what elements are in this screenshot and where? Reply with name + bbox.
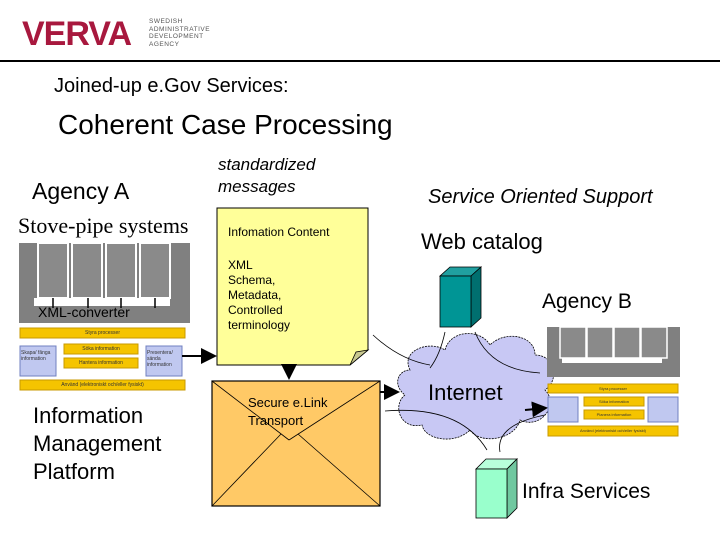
arrow-internet-to-agency-b <box>524 401 548 418</box>
service-oriented-support-label: Service Oriented Support <box>428 186 653 208</box>
information-content-title: Infomation Content <box>228 225 330 239</box>
infra-services-label: Infra Services <box>522 480 651 503</box>
web-catalog-label: Web catalog <box>421 229 543 254</box>
b-layer-search-label: Söka information <box>598 399 629 404</box>
header-divider <box>0 60 720 62</box>
agency-b-systems-block <box>547 326 680 437</box>
network-link <box>474 331 541 374</box>
layer-control-label: Styra processer <box>84 330 120 336</box>
message-note <box>216 207 370 366</box>
layer-handle-label: Hantera information <box>79 360 123 366</box>
web-catalog-server-icon <box>438 266 483 328</box>
heading-line: messages <box>218 177 296 196</box>
transport-line: Secure e.Link <box>248 395 328 410</box>
transport-line: Transport <box>248 413 304 428</box>
content-line: Metadata, <box>228 288 282 302</box>
content-line: XML <box>228 258 253 272</box>
network-link <box>384 409 488 451</box>
xml-converter-label: XML-converter <box>38 304 130 320</box>
secure-transport-label: Secure e.Link Transport <box>248 394 328 430</box>
content-line: Schema, <box>228 273 276 287</box>
layer-present-label: Presentera/ sända information <box>147 350 173 368</box>
logo-subtitle: SWEDISH ADMINISTRATIVE DEVELOPMENT AGENC… <box>149 18 219 48</box>
internet-label: Internet <box>428 380 503 405</box>
platform-label-line: Platform <box>33 459 115 484</box>
logo-subtitle-line: ADMINISTRATIVE <box>149 25 211 33</box>
platform-label-line: Management <box>33 431 162 456</box>
logo-subtitle-line: DEVELOPMENT <box>149 33 204 40</box>
platform-label-line: Information <box>33 403 144 428</box>
layer-use-label: Använd (elektroniskt och/eller fysiskt) <box>61 382 144 388</box>
stovepipe-systems-block <box>19 242 190 323</box>
agency-b-label: Agency B <box>542 290 632 313</box>
internet-cloud-icon <box>397 333 555 440</box>
content-line: terminology <box>228 318 291 332</box>
network-link <box>429 331 446 369</box>
platform-stack-a <box>19 327 186 391</box>
infra-services-server-icon <box>475 458 518 519</box>
verva-logo: VERVA <box>22 15 132 53</box>
envelope-icon <box>211 380 381 507</box>
content-line: Controlled <box>228 303 283 317</box>
agency-a-label: Agency A <box>32 178 130 204</box>
logo-subtitle-line: SWEDISH <box>149 18 183 25</box>
information-content-list: XML Schema, Metadata, Controlled termino… <box>228 258 290 333</box>
layer-search-label: Söka information <box>82 346 120 352</box>
heading-line: standardized <box>218 155 316 174</box>
network-link <box>372 334 431 366</box>
slide-subtitle: Joined-up e.Gov Services: <box>54 75 289 97</box>
information-management-platform-label: Information Management Platform <box>33 402 161 486</box>
b-layer-control-label: Styra processer <box>598 386 627 391</box>
logo-subtitle-line: AGENCY <box>149 40 180 48</box>
b-layer-use-label: Använd (elektroniskt och/eller fysiskt) <box>579 428 647 433</box>
slide-title: Coherent Case Processing <box>58 109 393 140</box>
layer-create-label: Skapa/ fånga information <box>21 350 51 362</box>
b-layer-handle-label: Planera information <box>596 412 632 417</box>
stovepipe-systems-label: Stove-pipe systems <box>18 213 189 238</box>
standardized-messages-label: standardized messages <box>218 154 315 198</box>
